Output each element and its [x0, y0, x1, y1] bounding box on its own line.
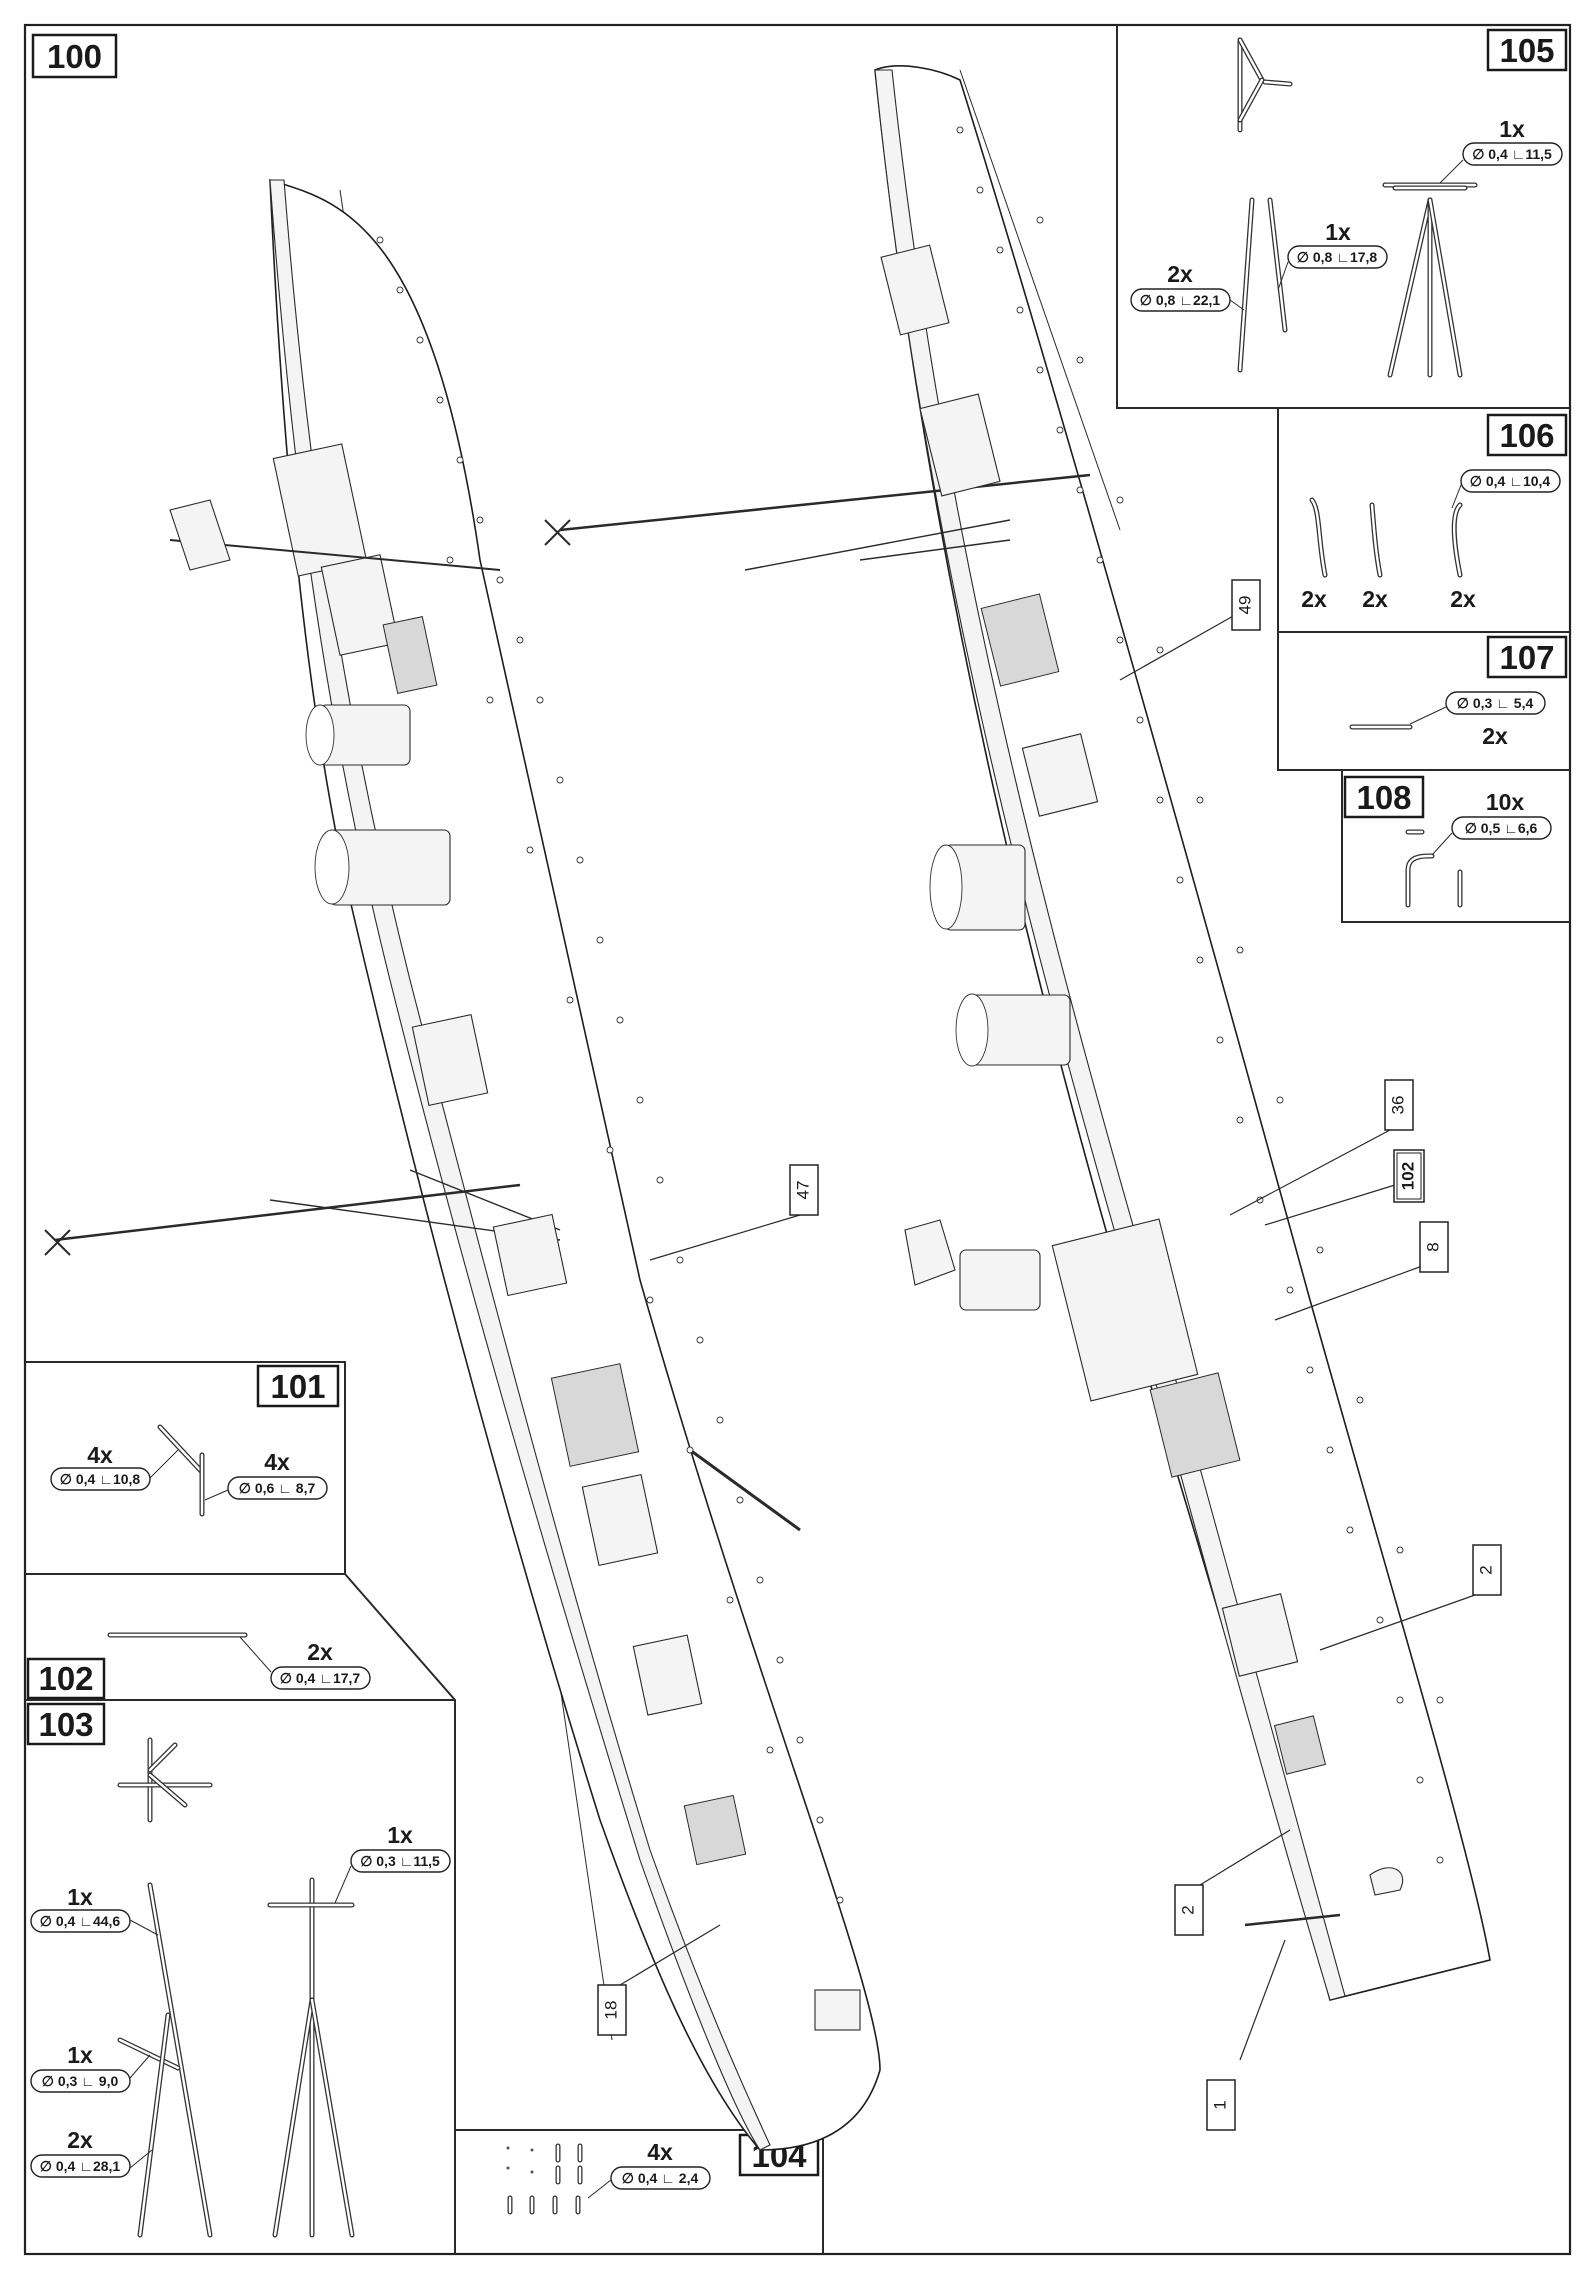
- svg-text:2x: 2x: [1482, 723, 1508, 749]
- svg-text:1x: 1x: [387, 1822, 413, 1848]
- callout-18: 18: [597, 1924, 721, 2036]
- svg-text:103: 103: [38, 1706, 93, 1743]
- svg-text:102: 102: [1398, 1162, 1417, 1190]
- step-103-label: 103: [26, 1702, 106, 1746]
- svg-text:49: 49: [1235, 596, 1254, 615]
- svg-text:101: 101: [270, 1368, 325, 1405]
- panel-103-content: 1x ∅ 0,3 ∟11,5 1x ∅ 0,4 ∟44,6 1x ∅ 0,3 ∟…: [30, 1737, 451, 2238]
- svg-text:1: 1: [1210, 2100, 1229, 2109]
- callout-36: 36: [1229, 1079, 1414, 1216]
- svg-text:∅ 0,4 ∟ 2,4: ∅ 0,4 ∟ 2,4: [622, 2170, 699, 2186]
- svg-text:4x: 4x: [87, 1442, 113, 1468]
- svg-text:108: 108: [1356, 779, 1411, 816]
- panel-107-content: ∅ 0,3 ∟ 5,4 2x: [1349, 691, 1546, 749]
- callout-2-upper: 2: [1319, 1544, 1502, 1651]
- step-100-label: 100: [31, 33, 118, 79]
- svg-text:2x: 2x: [1301, 586, 1327, 612]
- svg-text:∅ 0,3 ∟ 9,0: ∅ 0,3 ∟ 9,0: [42, 2073, 119, 2089]
- svg-text:47: 47: [793, 1181, 812, 1200]
- panel-105-content: 1x ∅ 0,4 ∟11,5 1x ∅ 0,8 ∟17,8 2x ∅ 0,8 ∟…: [1130, 37, 1563, 378]
- svg-text:∅ 0,4 ∟10,4: ∅ 0,4 ∟10,4: [1470, 473, 1551, 489]
- panel-105-frame: [1116, 25, 1570, 409]
- svg-text:∅ 0,4 ∟11,5: ∅ 0,4 ∟11,5: [1472, 146, 1552, 162]
- svg-text:2x: 2x: [1167, 261, 1193, 287]
- left-ship-drawing: [44, 178, 881, 2151]
- panel-106-content: ∅ 0,4 ∟10,4 2x 2x 2x: [1301, 469, 1561, 612]
- panel-108-frame: [1341, 770, 1570, 923]
- svg-text:10x: 10x: [1486, 789, 1525, 815]
- svg-text:∅ 0,3 ∟11,5: ∅ 0,3 ∟11,5: [360, 1853, 440, 1869]
- svg-text:4x: 4x: [647, 2139, 673, 2165]
- svg-text:∅ 0,8 ∟22,1: ∅ 0,8 ∟22,1: [1140, 292, 1221, 308]
- svg-text:1x: 1x: [1499, 116, 1525, 142]
- svg-text:102: 102: [38, 1660, 93, 1697]
- svg-text:8: 8: [1423, 1242, 1442, 1251]
- svg-text:4x: 4x: [264, 1449, 290, 1475]
- svg-text:2x: 2x: [67, 2127, 93, 2153]
- svg-text:1x: 1x: [1325, 219, 1351, 245]
- svg-text:100: 100: [47, 38, 102, 75]
- svg-text:18: 18: [601, 2001, 620, 2020]
- callout-1: 1: [1206, 1913, 1341, 2131]
- panel-106-107-frame: [1277, 408, 1570, 771]
- svg-text:∅ 0,4 ∟17,7: ∅ 0,4 ∟17,7: [280, 1670, 361, 1686]
- svg-text:∅ 0,8 ∟17,8: ∅ 0,8 ∟17,8: [1297, 249, 1378, 265]
- right-ship-drawing: [544, 65, 1491, 2001]
- svg-text:2: 2: [1178, 1905, 1197, 1914]
- svg-text:107: 107: [1499, 639, 1554, 676]
- svg-text:2x: 2x: [307, 1639, 333, 1665]
- callout-8: 8: [1274, 1221, 1449, 1321]
- svg-text:∅ 0,3 ∟ 5,4: ∅ 0,3 ∟ 5,4: [1457, 695, 1534, 711]
- callout-2-lower: 2: [1174, 1829, 1291, 1936]
- svg-text:∅ 0,4 ∟28,1: ∅ 0,4 ∟28,1: [40, 2158, 121, 2174]
- callout-49: 49: [1119, 579, 1261, 681]
- panel-101-content: 4x ∅ 0,4 ∟10,8 4x ∅ 0,6 ∟ 8,7: [50, 1424, 328, 1517]
- svg-text:1x: 1x: [67, 1884, 93, 1910]
- svg-text:2: 2: [1476, 1565, 1495, 1574]
- svg-text:36: 36: [1388, 1096, 1407, 1115]
- svg-text:1x: 1x: [67, 2042, 93, 2068]
- step-101-label: 101: [256, 1364, 340, 1408]
- step-105-label: 105: [1486, 28, 1568, 72]
- svg-text:2x: 2x: [1450, 586, 1476, 612]
- svg-text:2x: 2x: [1362, 586, 1388, 612]
- step-102-label: 102: [26, 1657, 106, 1700]
- callout-102: 102: [1264, 1149, 1425, 1226]
- step-107-label: 107: [1486, 635, 1568, 679]
- panel-102-content: 2x ∅ 0,4 ∟17,7: [107, 1632, 371, 1690]
- page-frame: [23, 23, 1572, 2256]
- panel-101-frame: [25, 1361, 346, 1575]
- svg-text:106: 106: [1499, 417, 1554, 454]
- panel-104-content: 4x ∅ 0,4 ∟ 2,4: [506, 2139, 711, 2215]
- step-108-label: 108: [1343, 775, 1425, 819]
- callout-47: 47: [649, 1164, 819, 1261]
- svg-text:105: 105: [1499, 32, 1554, 69]
- panel-108-content: 10x ∅ 0,5 ∟6,6: [1405, 789, 1552, 908]
- svg-text:∅ 0,4 ∟10,8: ∅ 0,4 ∟10,8: [60, 1471, 141, 1487]
- step-106-label: 106: [1486, 413, 1568, 457]
- svg-text:∅ 0,5 ∟6,6: ∅ 0,5 ∟6,6: [1465, 820, 1538, 836]
- svg-text:∅ 0,4 ∟44,6: ∅ 0,4 ∟44,6: [40, 1913, 121, 1929]
- svg-text:∅ 0,6 ∟ 8,7: ∅ 0,6 ∟ 8,7: [239, 1480, 316, 1496]
